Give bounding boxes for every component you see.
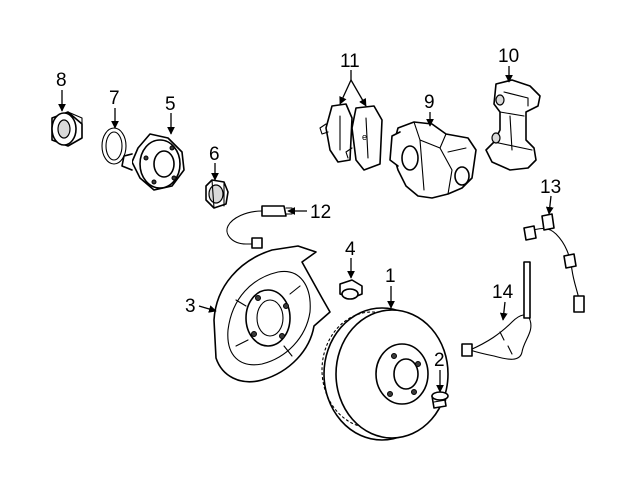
abs-sensor-cable-part[interactable] — [523, 213, 585, 313]
callout-3: 3 — [185, 296, 196, 317]
hub-nut-part[interactable] — [205, 179, 229, 209]
callout-12: 12 — [310, 202, 331, 223]
callout-2: 2 — [434, 350, 445, 371]
callout-7: 7 — [109, 88, 120, 109]
callout-11: 11 — [340, 51, 360, 72]
callout-9: 9 — [424, 92, 435, 113]
svg-text:e: e — [362, 132, 367, 142]
callout-14: 14 — [492, 282, 514, 303]
callout-10: 10 — [498, 46, 519, 67]
caliper-bracket-part[interactable] — [485, 79, 541, 171]
snap-ring-part[interactable] — [101, 127, 127, 165]
wheel-bearing-part[interactable] — [51, 111, 83, 147]
pad-wear-sensor-part[interactable] — [226, 205, 293, 249]
rotor-screw-part[interactable] — [431, 391, 449, 409]
callout-13: 13 — [540, 177, 561, 198]
abs-sensor-part[interactable] — [461, 261, 532, 360]
dust-shield-part[interactable] — [213, 245, 331, 383]
callout-6: 6 — [209, 144, 220, 165]
callout-5: 5 — [165, 94, 176, 115]
bolt-part[interactable] — [339, 279, 363, 300]
wheel-hub-part[interactable] — [121, 133, 185, 191]
brake-caliper-part[interactable] — [389, 121, 477, 199]
callout-8: 8 — [56, 70, 67, 91]
brake-pads-part[interactable]: e — [319, 103, 383, 171]
callout-1: 1 — [385, 266, 396, 287]
brake-rotor-part[interactable] — [321, 307, 449, 441]
callout-4: 4 — [345, 239, 356, 260]
